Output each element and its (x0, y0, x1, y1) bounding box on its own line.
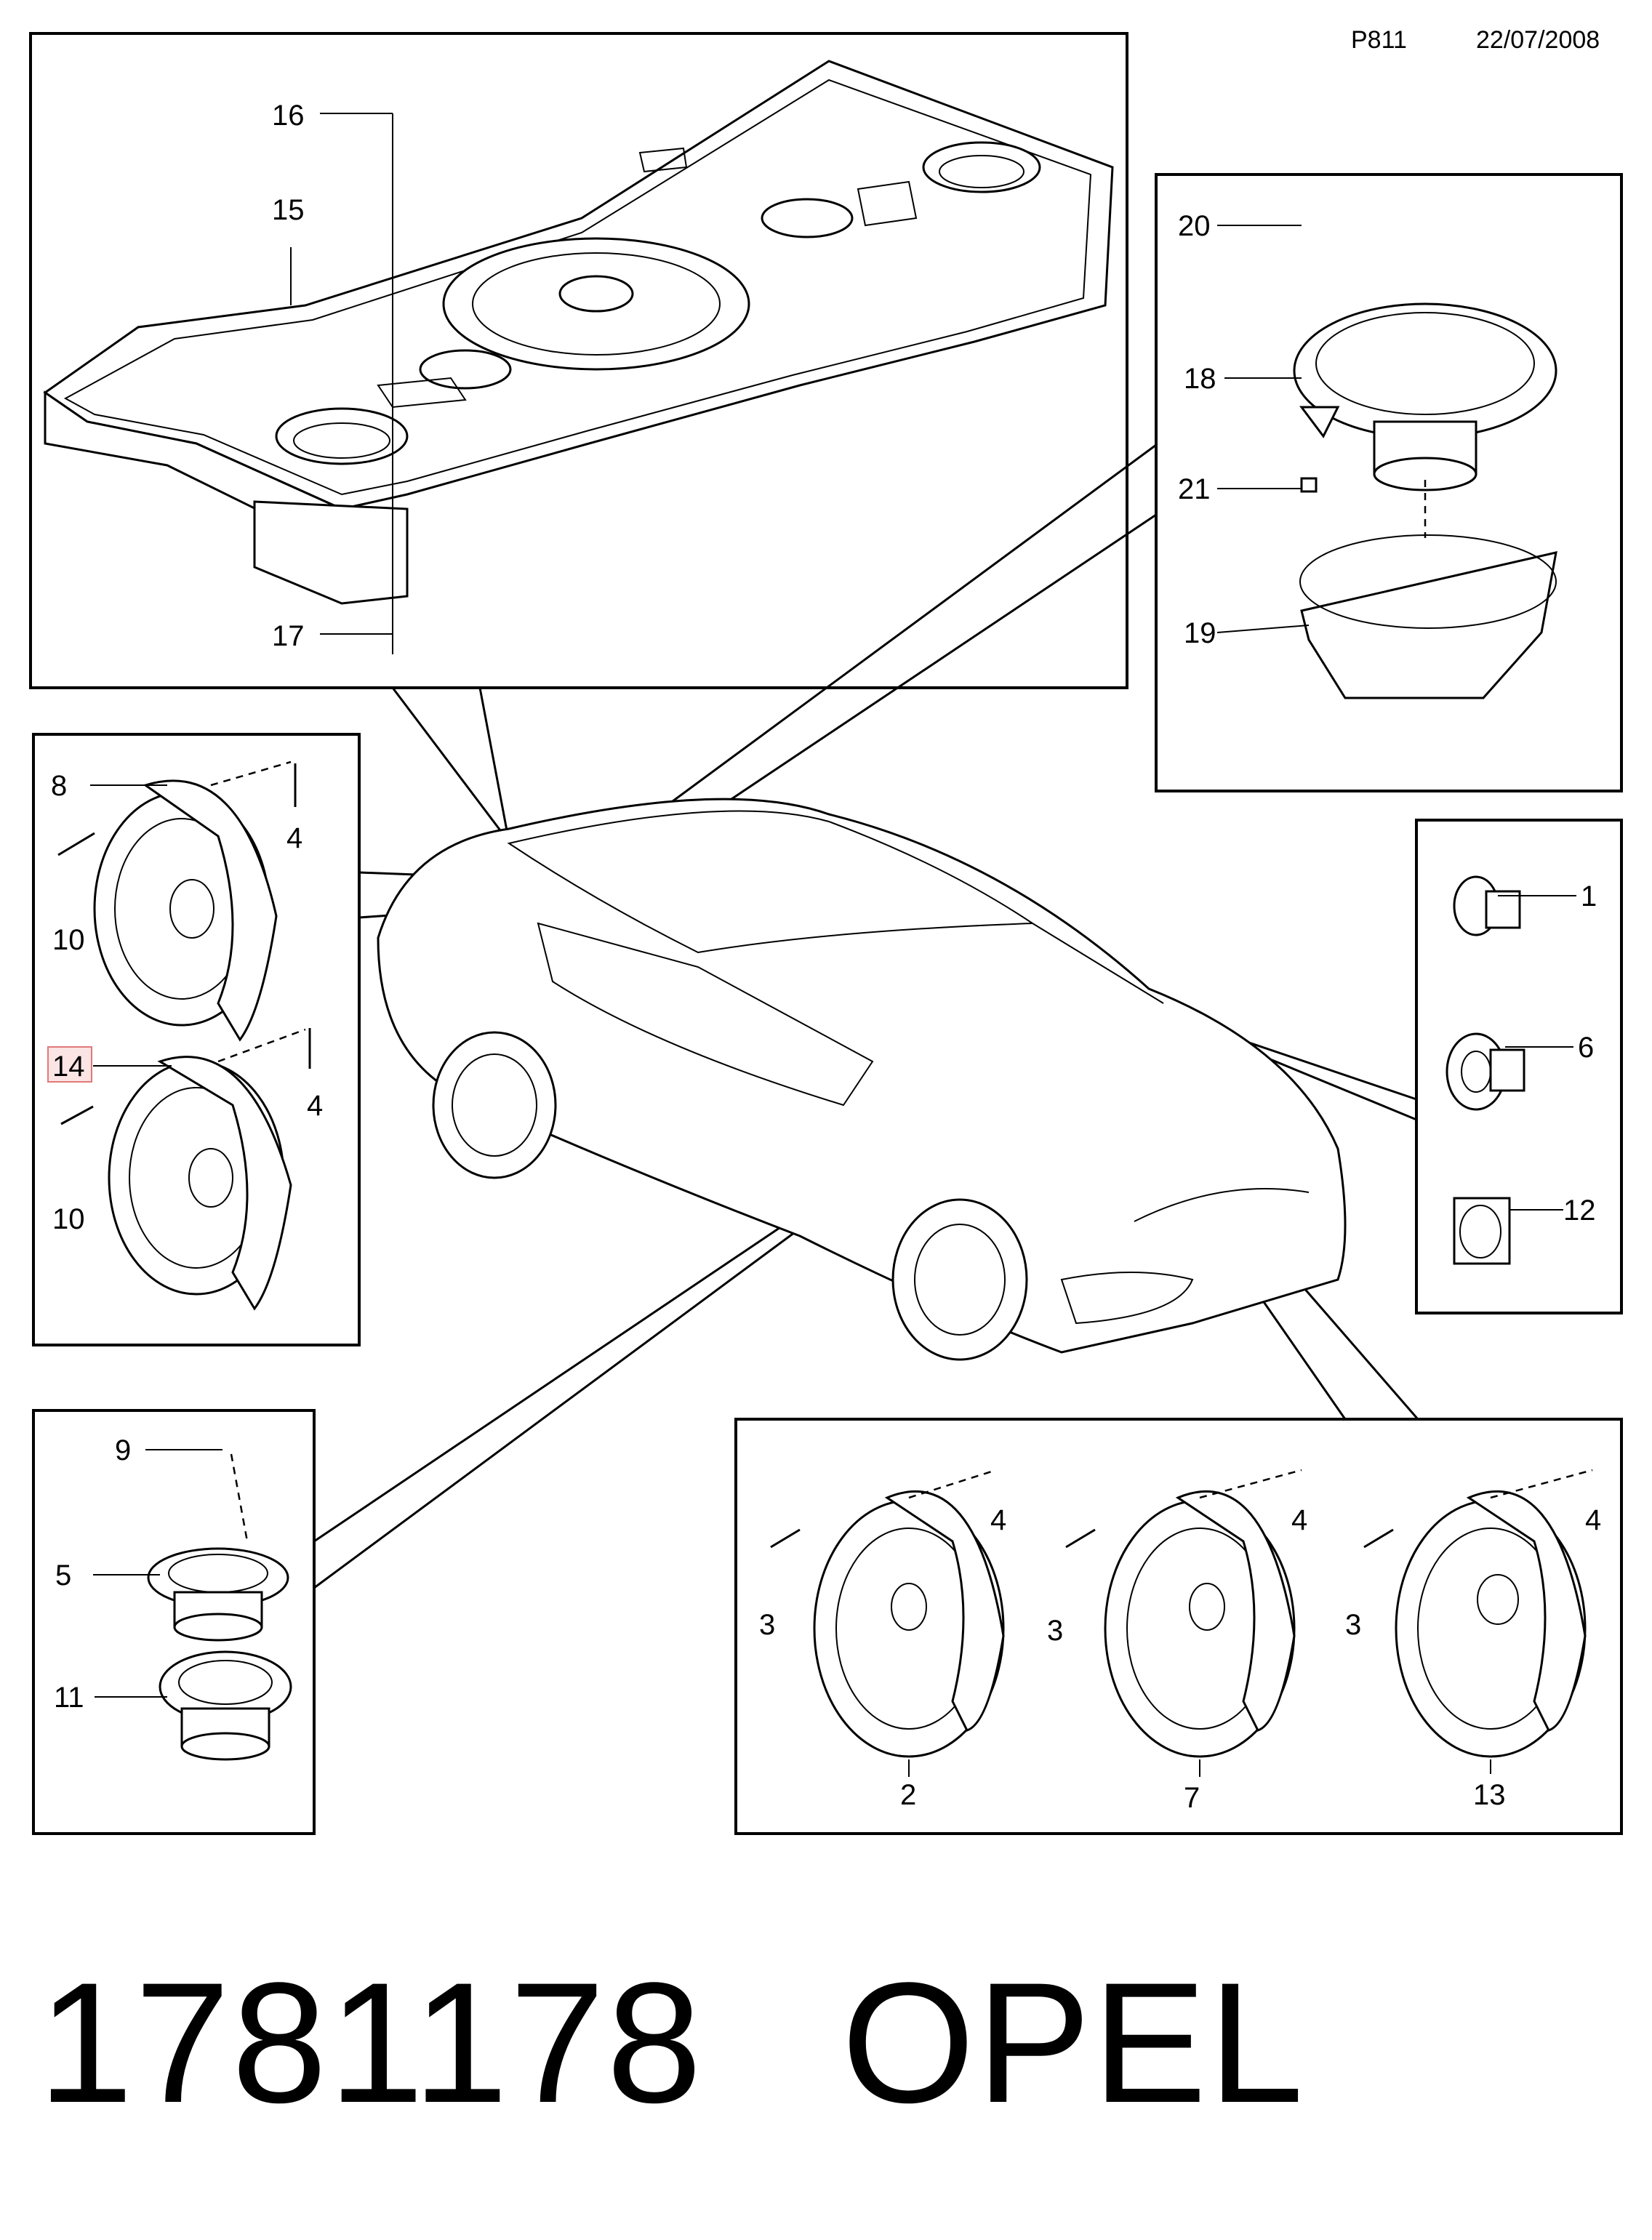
callout-labels: 1 6 12 2 7 13 3 3 3 4 4 4 4 4 5 11 9 8 1… (47, 100, 1601, 1814)
callout-16: 16 (272, 100, 305, 132)
tweeters (1446, 875, 1525, 1265)
callout-5: 5 (55, 1559, 71, 1591)
callout-4-a: 4 (990, 1504, 1006, 1536)
callout-10-a: 10 (52, 924, 85, 956)
callout-18: 18 (1184, 363, 1216, 395)
callout-8: 8 (51, 770, 67, 802)
diagram-date: 22/07/2008 (1476, 26, 1600, 54)
callout-11: 11 (54, 1682, 84, 1714)
callout-7: 7 (1184, 1782, 1200, 1814)
dash-speakers (147, 1453, 292, 1761)
callout-10-b: 10 (52, 1203, 85, 1235)
rear-door-speakers (770, 1469, 1593, 1758)
part-number: 1781178 (38, 1947, 704, 2139)
callout-20: 20 (1178, 210, 1211, 242)
callout-4-e: 4 (307, 1090, 323, 1122)
callout-14: 14 (52, 1051, 85, 1083)
diagram-code: P811 (1351, 26, 1407, 54)
callout-1: 1 (1581, 880, 1597, 912)
dash-speaker-box-frame (32, 1409, 316, 1835)
callout-6: 6 (1578, 1032, 1594, 1064)
callout-21: 21 (1178, 473, 1211, 505)
callout-13: 13 (1473, 1779, 1506, 1811)
front-door-speaker-box-frame (32, 733, 361, 1346)
callout-3-b: 3 (1047, 1615, 1063, 1647)
callout-3-c: 3 (1345, 1609, 1361, 1641)
subwoofer-enclosure (43, 60, 1114, 605)
callout-2: 2 (900, 1779, 916, 1811)
callout-12: 12 (1563, 1195, 1596, 1227)
callout-19: 19 (1184, 617, 1216, 649)
callout-9: 9 (115, 1434, 131, 1466)
callout-4-d: 4 (286, 822, 302, 854)
callout-14-highlight (47, 1046, 92, 1083)
rear-shelf-speaker (1293, 302, 1557, 699)
callout-17: 17 (272, 620, 305, 652)
leader-lines (90, 113, 1576, 1777)
callout-15: 15 (272, 194, 305, 226)
front-door-speakers (57, 760, 311, 1311)
callout-4-c: 4 (1585, 1504, 1601, 1536)
callout-3-a: 3 (759, 1609, 775, 1641)
brand-name: OPEL (841, 1947, 1305, 2139)
rear-door-speaker-box-frame (734, 1418, 1623, 1835)
callout-4-b: 4 (1291, 1504, 1307, 1536)
car-body (377, 798, 1347, 1361)
subwoofer-box-frame (29, 32, 1128, 689)
rear-speaker-box-frame (1155, 173, 1623, 792)
tweeter-box-frame (1415, 819, 1623, 1314)
